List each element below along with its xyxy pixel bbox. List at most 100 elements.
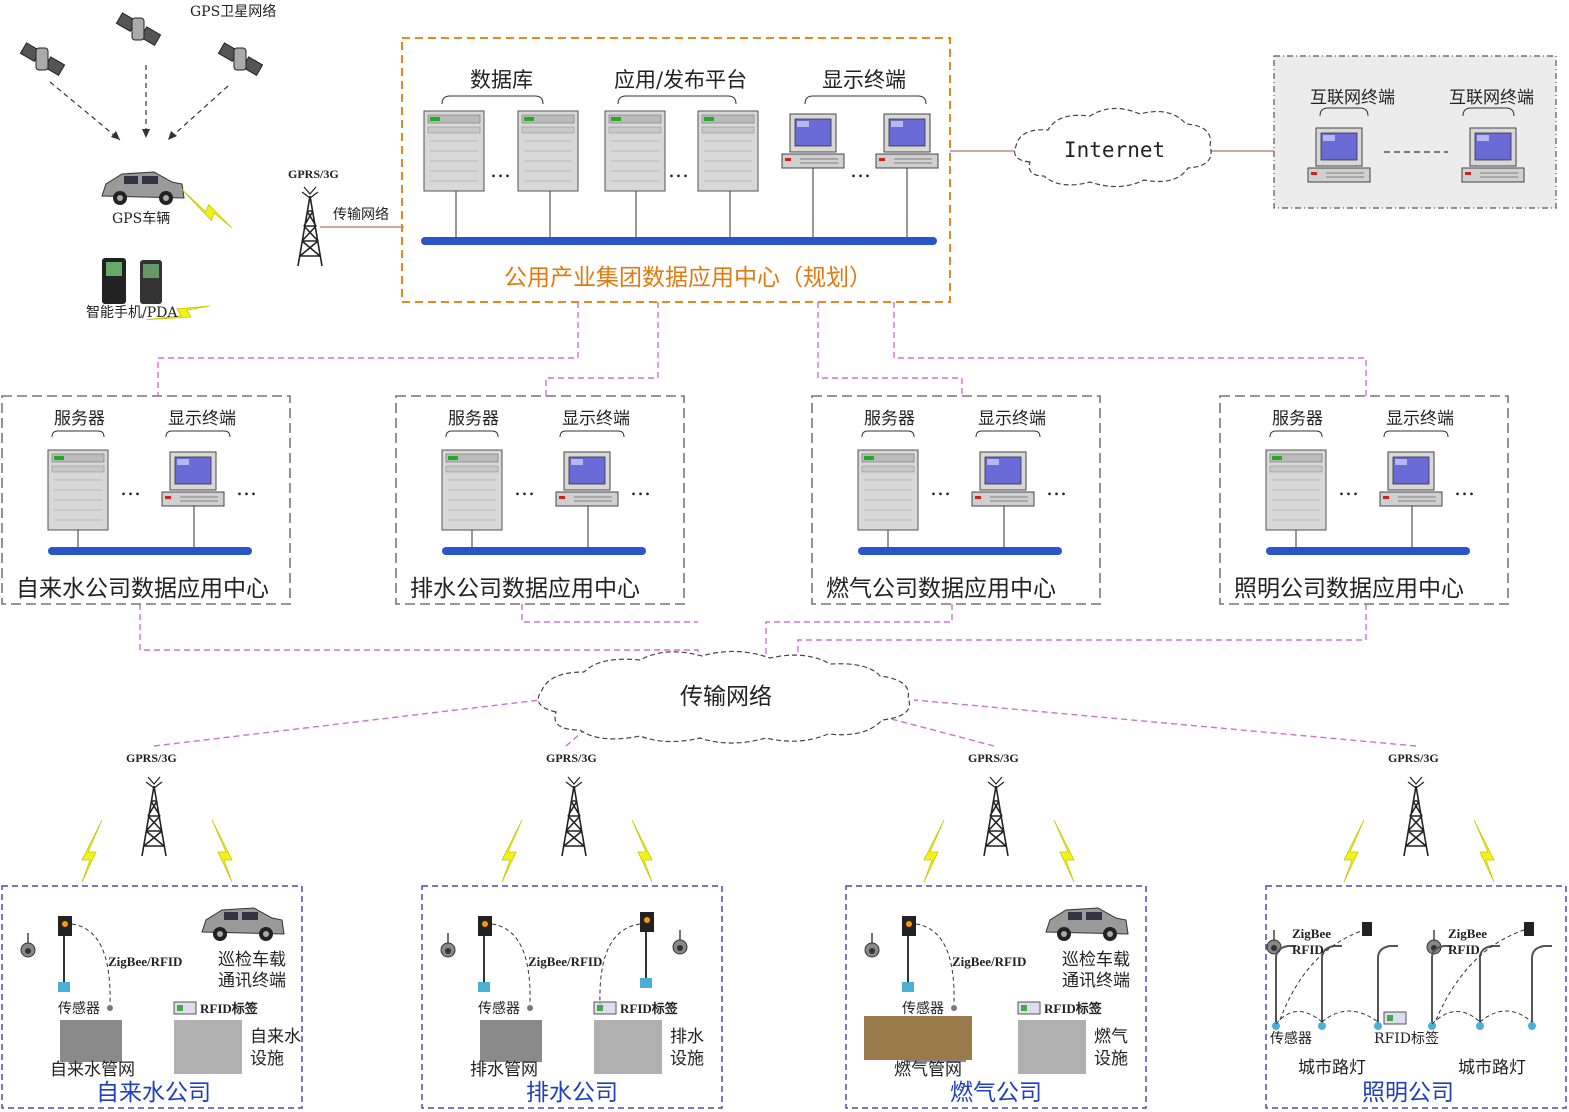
wireless-signal-icon <box>81 819 103 883</box>
pipe-photo <box>864 1016 972 1060</box>
antenna-tower-icon <box>297 186 323 267</box>
streetlight-icon <box>1271 945 1297 1031</box>
antenna-tower-icon <box>141 776 167 857</box>
sensor-label: 传感器 <box>1270 1031 1312 1047</box>
satellite-icon <box>217 42 264 76</box>
platform-server-icon <box>604 110 666 192</box>
sensor-pole-icon <box>639 911 655 989</box>
gprs-label: GPRS/3G <box>1388 751 1439 765</box>
sensor-pole-icon <box>57 915 73 993</box>
platform-server-icon <box>697 110 759 192</box>
server-icon <box>441 449 503 531</box>
group-center-title: 公用产业集团数据应用中心（规划） <box>504 265 872 291</box>
facility-photo <box>594 1020 662 1074</box>
internet-cloud <box>1014 107 1212 188</box>
smartphone-icon <box>102 258 162 304</box>
ellipsis: … <box>630 476 651 500</box>
server-label: 服务器 <box>448 409 499 429</box>
gprs-label: GPRS/3G <box>288 167 339 181</box>
lighting-company-frame <box>1265 885 1567 1109</box>
internet-label: Internet <box>1064 138 1166 162</box>
display-terminal-icon <box>781 113 845 169</box>
gps-satellites <box>19 12 264 141</box>
lighting-company-title: 照明公司 <box>1362 1080 1454 1106</box>
display-terminal-label: 显示终端 <box>168 409 236 429</box>
display-terminal-icon <box>161 451 225 507</box>
pipe-photo <box>60 1020 122 1062</box>
network-bus <box>421 237 937 245</box>
ellipsis: … <box>1046 476 1067 500</box>
patrol-vehicle-icon <box>201 907 285 942</box>
drainage-data-center-title: 排水公司数据应用中心 <box>410 576 640 602</box>
tower-row <box>81 776 1495 883</box>
sensor-label: 传感器 <box>902 1001 944 1017</box>
display-terminal-label: 显示终端 <box>978 409 1046 429</box>
water-company-frame <box>1 885 303 1109</box>
wireless-signal-icon <box>923 819 945 883</box>
transmission-cloud-label: 传输网络 <box>680 684 772 710</box>
wireless-signal-icon <box>501 819 523 883</box>
zigbee-rfid-label: ZigBee RFID <box>1292 926 1331 957</box>
database-label: 数据库 <box>470 68 533 92</box>
ellipsis: … <box>236 476 257 500</box>
facility-photo <box>174 1020 242 1074</box>
ellipsis: … <box>1454 476 1475 500</box>
camera-icon <box>20 932 36 958</box>
transmission-network-label: 传输网络 <box>333 207 389 223</box>
ellipsis: … <box>514 476 535 500</box>
server-label: 服务器 <box>864 409 915 429</box>
rfid-tag-label: RFID标签 <box>1374 1031 1440 1047</box>
sensor-label: 传感器 <box>478 1001 520 1017</box>
wireless-signal-icon <box>631 819 653 883</box>
water-data-center-frame <box>1 395 291 605</box>
rfid-tag-label: RFID标签 <box>620 1001 678 1016</box>
company-data-centers <box>1 395 1509 605</box>
sensor-pole-icon <box>477 915 493 993</box>
rfid-tag-icon <box>1383 1011 1407 1025</box>
gps-network-label: GPS卫星网络 <box>190 4 277 20</box>
pipe-photo <box>480 1020 542 1062</box>
zigbee-rfid-label: ZigBee/RFID <box>952 954 1027 969</box>
rfid-tag-icon <box>593 1001 617 1015</box>
facility-label: 排水 设施 <box>670 1027 704 1069</box>
camera-icon <box>440 932 456 958</box>
server-icon <box>857 449 919 531</box>
streetlight-icon <box>1527 945 1553 1031</box>
transmission-cloud <box>537 650 910 744</box>
gas-company-title: 燃气公司 <box>950 1080 1042 1106</box>
display-terminal-icon <box>555 451 619 507</box>
gprs-label: GPRS/3G <box>968 751 1019 765</box>
wireless-signal-icon <box>1343 819 1365 883</box>
streetlight-label: 城市路灯 <box>1298 1058 1366 1078</box>
zigbee-rfid-label: ZigBee/RFID <box>108 954 183 969</box>
internet-terminal-label: 互联网终端 <box>1449 88 1534 108</box>
database-server-icon <box>517 110 579 192</box>
gprs-label: GPRS/3G <box>126 751 177 765</box>
pipe-network-label: 排水管网 <box>470 1060 538 1080</box>
server-icon <box>1265 449 1327 531</box>
antenna-tower-icon <box>561 776 587 857</box>
wireless-signal-icon <box>1473 819 1495 883</box>
internet-terminal-icon <box>1307 127 1371 183</box>
display-terminal-label: 显示终端 <box>562 409 630 429</box>
network-bus <box>858 547 1062 555</box>
camera-icon <box>864 932 880 958</box>
platform-label: 应用/发布平台 <box>614 68 748 92</box>
streetlight-label: 城市路灯 <box>1458 1058 1526 1078</box>
display-terminal-label: 显示终端 <box>1386 409 1454 429</box>
drainage-data-center-frame <box>395 395 685 605</box>
facility-photo <box>1018 1020 1086 1074</box>
network-bus <box>442 547 646 555</box>
gas-data-center-frame <box>811 395 1101 605</box>
camera-icon <box>672 929 688 955</box>
gas-data-center-title: 燃气公司数据应用中心 <box>826 576 1056 602</box>
rfid-tag-label: RFID标签 <box>200 1001 258 1016</box>
drainage-company-frame <box>421 885 723 1109</box>
water-company-title: 自来水公司 <box>96 1080 211 1106</box>
group-center-frame <box>401 37 951 303</box>
network-bus <box>1266 547 1470 555</box>
drainage-company-title: 排水公司 <box>526 1080 618 1106</box>
streetlight-icon <box>1475 945 1501 1031</box>
display-terminal-label: 显示终端 <box>822 68 906 92</box>
